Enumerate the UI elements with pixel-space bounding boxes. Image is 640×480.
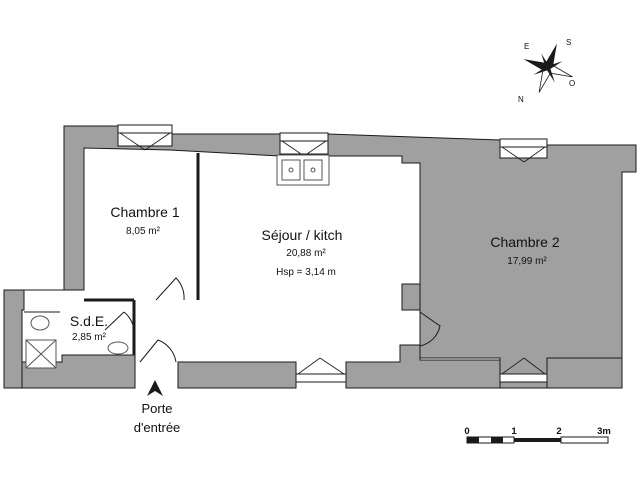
scale-label-2: 2 [556, 426, 562, 437]
kitchen-sink [276, 154, 330, 186]
wall-bottom-sejour [177, 361, 297, 389]
scale-label-3m: 3m [597, 426, 611, 437]
entry-arrow-icon [147, 380, 163, 396]
entrance-label: Porte d'entrée [134, 399, 181, 437]
compass-icon [523, 43, 573, 93]
door-chambre1 [155, 277, 185, 301]
compass-label-n: N [518, 95, 524, 104]
entrance-label-line2: d'entrée [133, 420, 181, 435]
doors [104, 277, 441, 363]
wall-partition-stub [401, 283, 421, 311]
window-swings [119, 132, 546, 375]
room-sejour-height: Hsp = 3,14 m [276, 267, 336, 278]
window-chambre2-bottom [499, 373, 548, 383]
window-sejour-top [279, 132, 329, 142]
toilet-icon [30, 315, 50, 331]
door-chambre2 [419, 311, 441, 347]
wall-bottom-sejour-2 [345, 344, 501, 389]
washbasin-icon [107, 341, 129, 355]
wall-top [3, 125, 637, 389]
room-sejour-area: 20,88 m² [286, 248, 326, 259]
window-sejour-bottom [295, 373, 347, 383]
door-entry [139, 339, 177, 363]
door-sde [104, 311, 135, 335]
scale-bar [466, 436, 609, 444]
window-chambre2-top [499, 138, 548, 148]
scale-label-0: 0 [464, 426, 470, 437]
window-chambre1 [117, 124, 173, 134]
room-chambre1-name: Chambre 1 [110, 204, 180, 220]
room-chambre1-area: 8,05 m² [126, 226, 160, 237]
room-sejour-name: Séjour / kitch [261, 227, 343, 243]
room-sde-area: 2,85 m² [72, 332, 106, 343]
scale-label-1: 1 [511, 426, 517, 437]
compass-label-e: E [524, 42, 530, 51]
compass-label-o: O [569, 79, 576, 88]
bathroom-fixtures [25, 315, 129, 369]
windows [117, 124, 548, 383]
wall-right-bottom [546, 357, 623, 389]
entrance-label-line1: Porte [141, 401, 173, 416]
room-sde-name: S.d.E. [69, 313, 109, 329]
room-chambre2-name: Chambre 2 [490, 234, 560, 250]
room-chambre2-area: 17,99 m² [507, 256, 547, 267]
compass-label-s: S [566, 38, 572, 47]
